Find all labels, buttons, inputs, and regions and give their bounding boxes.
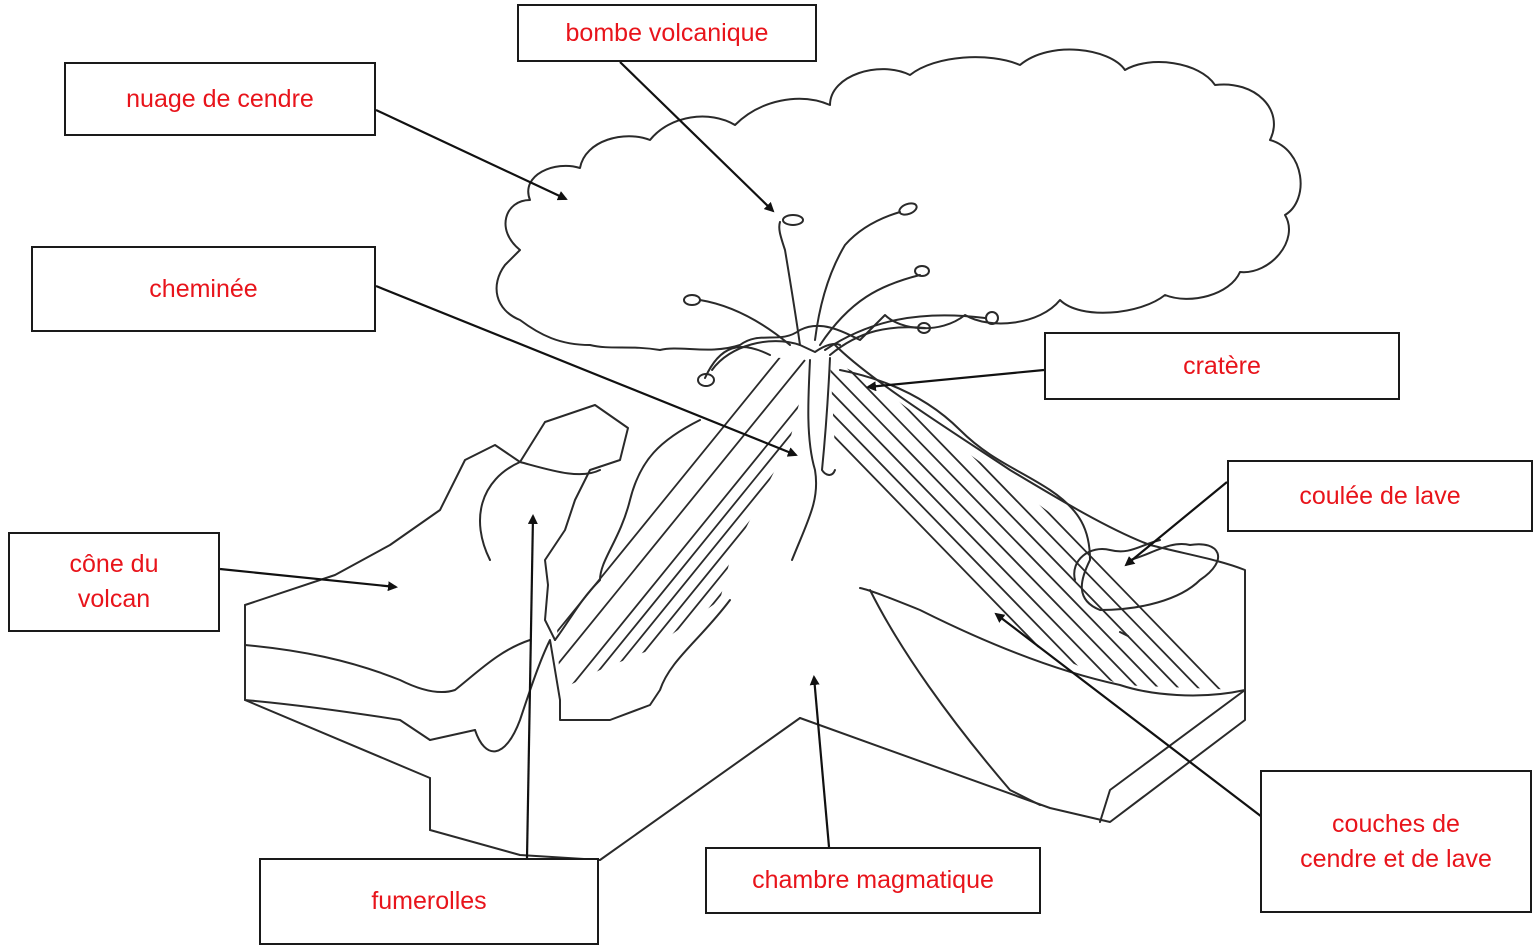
- label-text-line1: couches de: [1300, 807, 1492, 842]
- cone-left: [245, 405, 628, 640]
- label-fumerolles: fumerolles: [259, 858, 599, 945]
- strata-left: [530, 345, 940, 700]
- arrow-bombe: [620, 62, 773, 211]
- strata-right: [760, 360, 1230, 700]
- label-text: chambre magmatique: [752, 863, 994, 898]
- arrow-cheminee: [376, 286, 796, 455]
- cone-right: [800, 345, 1245, 822]
- label-cratere: cratère: [1044, 332, 1400, 400]
- arrow-nuage: [376, 110, 566, 199]
- label-text: nuage de cendre: [126, 82, 314, 117]
- ash-cloud: [497, 50, 1301, 350]
- arrow-coulee: [1126, 482, 1227, 565]
- label-cone-du-volcan: cône du volcan: [8, 532, 220, 632]
- label-text: bombe volcanique: [566, 16, 769, 51]
- label-cheminee: cheminée: [31, 246, 376, 332]
- arrow-chambre: [814, 677, 829, 847]
- lava-flow: [840, 370, 1218, 610]
- label-text-line2: volcan: [70, 582, 159, 617]
- label-bombe-volcanique: bombe volcanique: [517, 4, 817, 62]
- label-chambre-magmatique: chambre magmatique: [705, 847, 1041, 914]
- label-coulee-de-lave: coulée de lave: [1227, 460, 1533, 532]
- label-text: coulée de lave: [1299, 479, 1460, 514]
- label-text: cheminée: [149, 272, 257, 307]
- arrow-cratere: [868, 370, 1044, 387]
- label-text-line1: cône du: [70, 547, 159, 582]
- label-nuage-de-cendre: nuage de cendre: [64, 62, 376, 136]
- label-text: fumerolles: [371, 884, 486, 919]
- label-text: cratère: [1183, 349, 1261, 384]
- arrow-couches: [996, 614, 1262, 817]
- label-couches-de-cendre-et-de-lave: couches de cendre et de lave: [1260, 770, 1532, 913]
- label-text-line2: cendre et de lave: [1300, 842, 1492, 877]
